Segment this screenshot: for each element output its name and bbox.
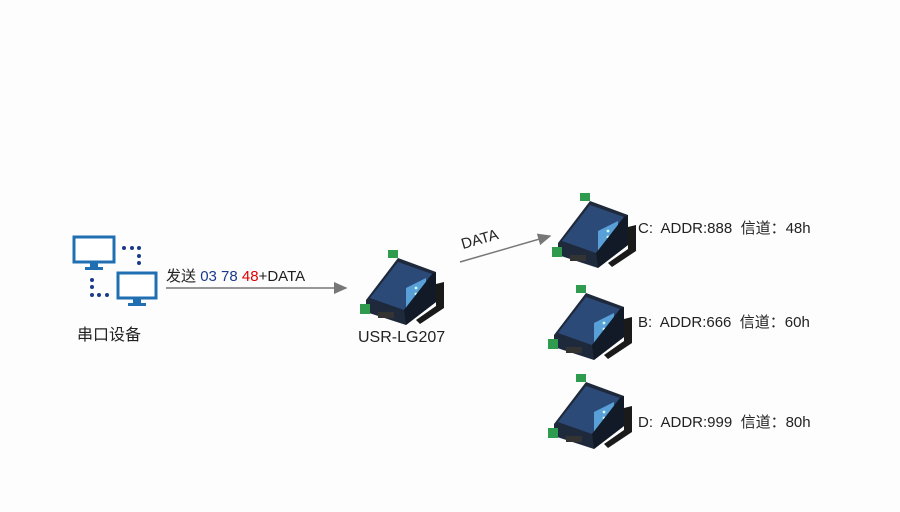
- data-arrow: [459, 233, 552, 263]
- send-prefix: 发送: [166, 268, 197, 285]
- node-d-label: D: ADDR:999 信道：80h: [638, 414, 811, 431]
- serial-device-icon: [72, 235, 158, 306]
- send-byte-3: 48: [241, 268, 259, 285]
- node-b-device-icon: [548, 285, 632, 360]
- node-d-device-icon: [548, 374, 632, 449]
- gateway-label: USR-LG207: [358, 329, 446, 346]
- serial-device-label: 串口设备: [77, 327, 142, 344]
- node-c-device-icon: [552, 193, 636, 268]
- node-b-label: B: ADDR:666 信道：60h: [638, 314, 810, 331]
- send-label: 发送 03 78 48+DATA: [166, 265, 305, 286]
- send-byte-2: 78: [221, 268, 238, 285]
- gateway-device-icon: [360, 250, 444, 325]
- send-suffix: +DATA: [258, 268, 306, 285]
- send-byte-1: 03: [200, 268, 217, 285]
- node-c-label: C: ADDR:888 信道：48h: [638, 220, 811, 237]
